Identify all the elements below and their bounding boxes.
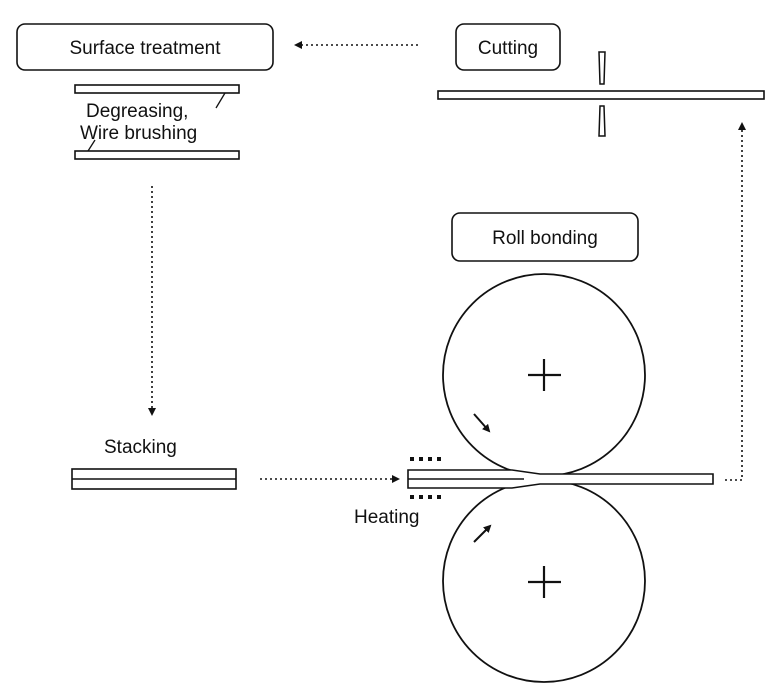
lower-roll-center-icon xyxy=(528,566,561,598)
roll-mill xyxy=(442,273,646,683)
roll-bonding-label: Roll bonding xyxy=(492,228,598,249)
cutting-label: Cutting xyxy=(478,38,538,59)
degreasing-leader-line xyxy=(215,92,226,109)
flow-arrow-rolling-to-cutting xyxy=(725,122,746,481)
upper-treated-plate xyxy=(74,84,240,94)
lower-treated-plate xyxy=(74,150,240,160)
surface-treatment-label: Surface treatment xyxy=(69,38,221,59)
upper-blade xyxy=(598,51,606,85)
surface-treatment-box xyxy=(16,23,274,71)
surface-treatment-step: Surface treatment xyxy=(16,23,274,71)
cutting-plate-assembly xyxy=(437,51,765,137)
cutting-box xyxy=(455,23,561,71)
bonded-strip xyxy=(407,469,714,489)
treated-plates: Degreasing, Wire brushing xyxy=(74,84,240,160)
heating-label: Heating xyxy=(354,507,420,528)
stacking-step: Stacking xyxy=(71,437,237,490)
cut-plate xyxy=(437,90,765,100)
brushing-leader-line xyxy=(87,139,96,152)
heating-dots xyxy=(410,457,441,499)
wire-brushing-label: Wire brushing xyxy=(80,123,197,144)
roll-bonding-box xyxy=(451,212,639,262)
strip-outline xyxy=(407,469,714,489)
upper-roll-rotation-arrow xyxy=(473,413,491,433)
stacking-label: Stacking xyxy=(104,437,177,458)
roll-bonding-step: Roll bonding xyxy=(451,212,639,262)
cutting-step: Cutting xyxy=(455,23,561,71)
lower-roll-rotation-arrow xyxy=(473,524,492,543)
upper-roll-center-icon xyxy=(528,359,561,391)
lower-blade xyxy=(598,105,606,137)
degreasing-label: Degreasing, xyxy=(86,101,188,122)
